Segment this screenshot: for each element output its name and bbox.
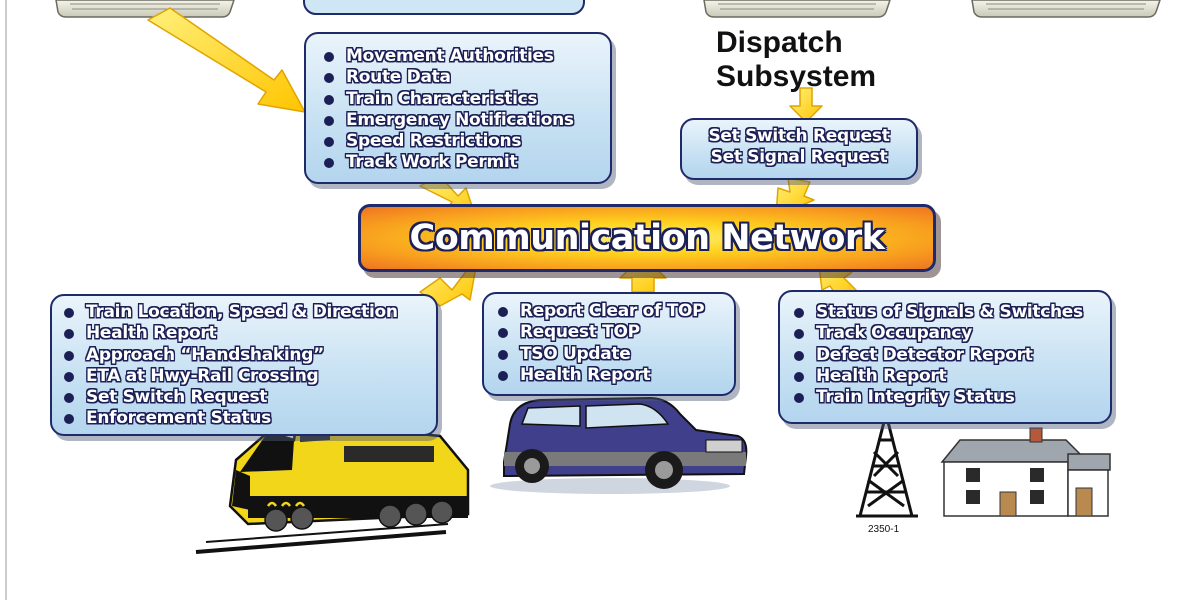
list-item: Set Switch Request xyxy=(708,126,890,146)
dispatch-requests-list: Set Switch Request Set Signal Request xyxy=(682,126,916,169)
box-wayside-messages: Status of Signals & Switches Track Occup… xyxy=(778,290,1112,424)
list-item: Approach “Handshaking” xyxy=(60,345,436,366)
list-item: Movement Authorities xyxy=(320,46,610,67)
figure-code: 2350-1 xyxy=(868,524,900,535)
communication-network-bar: Communication Network xyxy=(358,204,936,272)
list-item: TSO Update xyxy=(494,344,734,365)
list-item: Train Integrity Status xyxy=(790,387,1110,408)
arrow-keyboard-to-box xyxy=(147,7,306,113)
vehicle-messages-list: Report Clear of TOP Request TOP TSO Upda… xyxy=(494,301,734,386)
keyboard-icon xyxy=(971,0,1161,18)
suv-icon xyxy=(490,396,748,494)
dispatch-title-line2: Subsystem xyxy=(716,60,877,93)
list-item: Health Report xyxy=(790,366,1110,387)
list-item: Track Occupancy xyxy=(790,323,1110,344)
list-item: Train Location, Speed & Direction xyxy=(60,302,436,323)
communication-network-label: Communication Network xyxy=(409,218,885,258)
box-dispatch-requests: Set Switch Request Set Signal Request xyxy=(680,118,918,180)
list-item: Route Data xyxy=(320,67,610,88)
list-item: Train Characteristics xyxy=(320,89,610,110)
office-messages-list: Movement Authorities Route Data Train Ch… xyxy=(320,46,610,174)
list-item: Health Report xyxy=(60,323,436,344)
keyboard-icon xyxy=(55,0,235,18)
cropped-top-box xyxy=(303,0,585,15)
list-item: Health Report xyxy=(494,365,734,386)
list-item: Set Signal Request xyxy=(710,147,888,168)
list-item: Status of Signals & Switches xyxy=(790,302,1110,323)
wayside-building-icon xyxy=(940,427,1111,517)
list-item: Emergency Notifications xyxy=(320,110,610,131)
dispatch-subsystem-title: Dispatch Subsystem xyxy=(716,26,916,94)
list-item: Speed Restrictions xyxy=(320,131,610,152)
keyboard-icon xyxy=(703,0,891,18)
list-item: Defect Detector Report xyxy=(790,345,1110,366)
box-vehicle-messages: Report Clear of TOP Request TOP TSO Upda… xyxy=(482,292,736,396)
dispatch-title-line1: Dispatch xyxy=(716,26,843,59)
list-item: Set Switch Request xyxy=(60,387,436,408)
box-office-messages: Movement Authorities Route Data Train Ch… xyxy=(304,32,612,184)
radio-tower-icon xyxy=(856,413,918,518)
arrow-dispatch-title-to-box xyxy=(789,87,823,123)
list-item: Track Work Permit xyxy=(320,152,610,173)
wayside-messages-list: Status of Signals & Switches Track Occup… xyxy=(790,302,1110,408)
locomotive-messages-list: Train Location, Speed & Direction Health… xyxy=(60,302,436,430)
box-locomotive-messages: Train Location, Speed & Direction Health… xyxy=(50,294,438,436)
list-item: Request TOP xyxy=(494,322,734,343)
locomotive-icon xyxy=(195,410,470,554)
list-item: Enforcement Status xyxy=(60,408,436,429)
list-item: ETA at Hwy-Rail Crossing xyxy=(60,366,436,387)
list-item: Report Clear of TOP xyxy=(494,301,734,322)
